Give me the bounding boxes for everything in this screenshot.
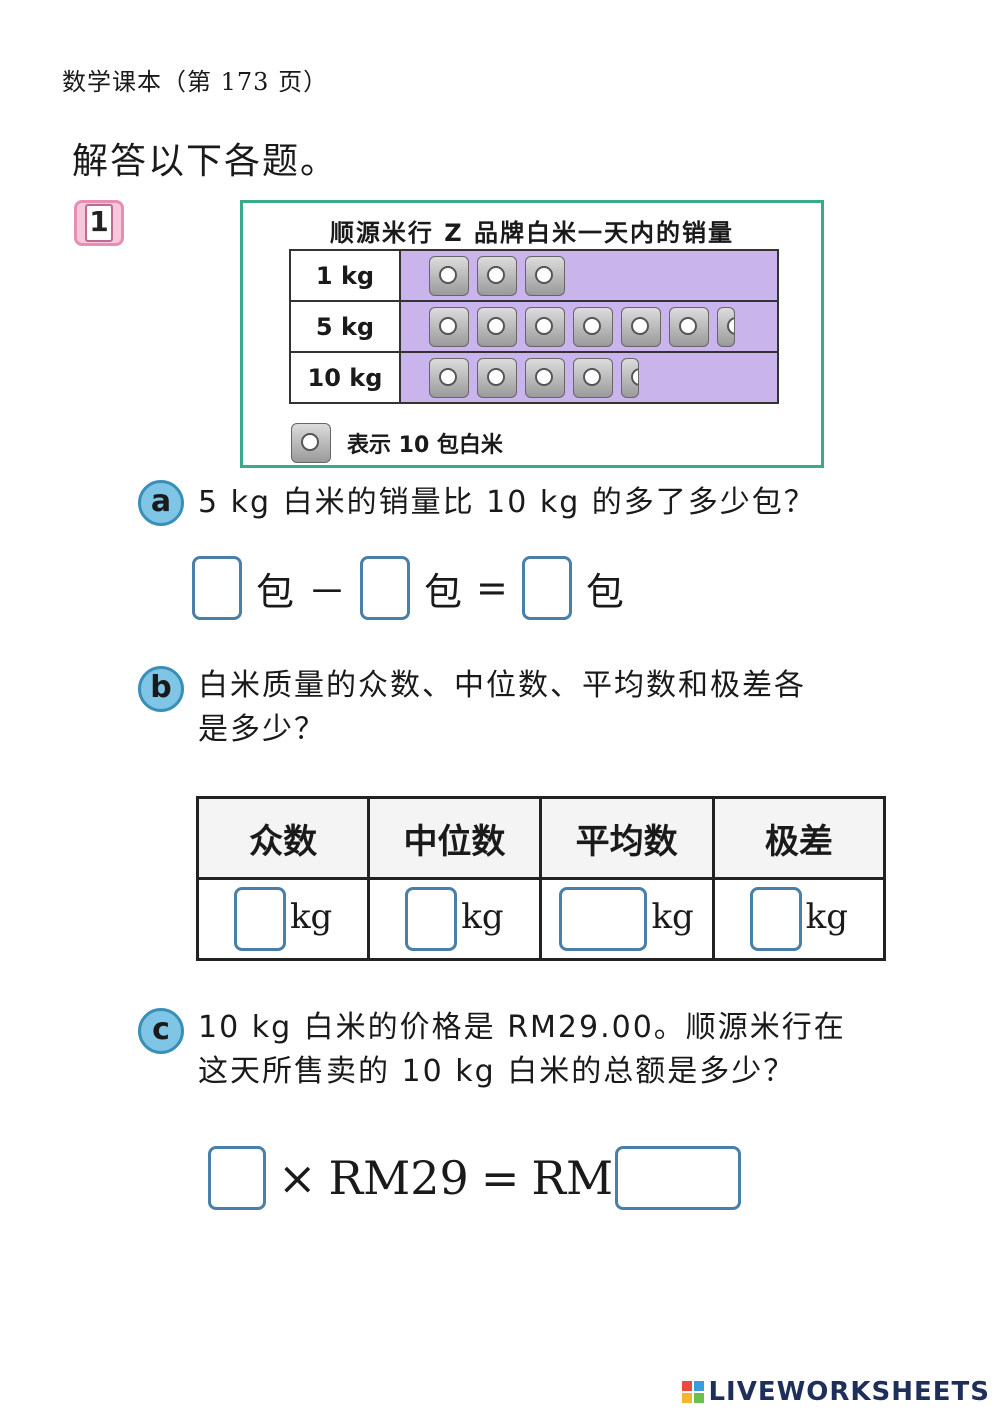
equals-sign: =: [476, 566, 508, 610]
range-cell: kg: [711, 877, 887, 961]
row-bags: [399, 249, 779, 302]
rice-bag-icon: [477, 306, 517, 347]
unit-label: 包: [424, 569, 463, 614]
pictograph-row: 1 kg: [289, 249, 779, 302]
rice-bag-icon: [477, 255, 517, 296]
rice-bag-icon: [429, 255, 469, 296]
part-c-label: c: [138, 1008, 184, 1054]
liveworksheets-logo: LIVEWORKSHEETS: [682, 1377, 990, 1407]
rice-bag-icon: [291, 423, 331, 463]
rice-bag-icon: [621, 306, 661, 347]
minus-sign: －: [308, 569, 347, 614]
answer-box-mode[interactable]: [233, 887, 286, 951]
answer-box-mean[interactable]: [559, 887, 648, 951]
part-c-line1: 10 kg 白米的价格是 RM29.00。顺源米行在: [198, 1010, 846, 1045]
legend-text: 表示 10 包白米: [347, 433, 503, 458]
stats-answer-row: kg kg kg kg: [195, 877, 887, 961]
mode-cell: kg: [195, 877, 371, 961]
part-b-text: 白米质量的众数、中位数、平均数和极差各 是多少？: [198, 664, 806, 752]
chart-legend: 表示 10 包白米: [291, 423, 503, 463]
unit-kg: kg: [461, 897, 504, 937]
rice-bag-icon: [477, 357, 517, 398]
statistics-table: 众数 中位数 平均数 极差 kg kg kg kg: [195, 796, 887, 961]
rice-bag-icon: [525, 255, 565, 296]
unit-kg: kg: [651, 897, 694, 937]
header-mode: 众数: [195, 796, 371, 880]
rice-bag-icon: [429, 357, 469, 398]
rice-bag-icon: [525, 357, 565, 398]
pictograph: 顺源米行 Z 品牌白米一天内的销量 1 kg 5 kg 10 kg 表示 10 …: [240, 200, 824, 468]
times-sign: ×: [278, 1151, 317, 1205]
pictograph-row: 10 kg: [289, 351, 779, 404]
header-median: 中位数: [367, 796, 542, 880]
question-number: 1: [85, 204, 113, 242]
row-label-1kg: 1 kg: [289, 249, 401, 302]
answer-box-median[interactable]: [405, 887, 458, 951]
part-b-line2: 是多少？: [198, 712, 326, 747]
part-c-equation: × RM29 = RM: [208, 1146, 742, 1210]
rice-bag-icon: [669, 306, 709, 347]
median-cell: kg: [367, 877, 542, 961]
unit-kg: kg: [805, 897, 849, 937]
part-a-equation: 包 － 包 = 包: [192, 556, 624, 620]
part-a-label: a: [138, 480, 184, 526]
part-b-question: b 白米质量的众数、中位数、平均数和极差各 是多少？: [138, 664, 806, 752]
question-number-badge: 1: [74, 200, 124, 246]
unit-label: 包: [256, 569, 295, 614]
part-b-label: b: [138, 666, 184, 712]
answer-box-c1[interactable]: [208, 1146, 266, 1210]
rice-bag-icon: [573, 357, 613, 398]
unit-label: 包: [585, 569, 624, 614]
part-c-text: 10 kg 白米的价格是 RM29.00。顺源米行在 这天所售卖的 10 kg …: [198, 1006, 846, 1094]
answer-box-a3[interactable]: [521, 556, 572, 620]
half-rice-bag-icon: [621, 357, 639, 398]
answer-box-a2[interactable]: [360, 556, 411, 620]
header-range: 极差: [711, 796, 887, 880]
rice-bag-icon: [525, 306, 565, 347]
stats-header-row: 众数 中位数 平均数 极差: [195, 796, 887, 880]
part-a-question: a 5 kg 白米的销量比 10 kg 的多了多少包？: [138, 480, 816, 526]
mean-cell: kg: [538, 877, 715, 961]
part-c-question: c 10 kg 白米的价格是 RM29.00。顺源米行在 这天所售卖的 10 k…: [138, 1006, 846, 1094]
row-bags: [399, 351, 779, 404]
row-label-5kg: 5 kg: [289, 300, 401, 353]
logo-text: LIVEWORKSHEETS: [708, 1377, 990, 1407]
row-bags: [399, 300, 779, 353]
header-mean: 平均数: [538, 796, 715, 880]
pictograph-table: 1 kg 5 kg 10 kg: [289, 249, 779, 404]
price-label: RM29: [328, 1151, 469, 1205]
chart-title: 顺源米行 Z 品牌白米一天内的销量: [329, 219, 735, 247]
answer-box-c2[interactable]: [615, 1146, 742, 1210]
equals-sign: =: [480, 1151, 520, 1205]
logo-mark-icon: [682, 1381, 705, 1403]
page-header: 数学课本（第 173 页）: [62, 68, 329, 96]
rice-bag-icon: [429, 306, 469, 347]
rice-bag-icon: [573, 306, 613, 347]
row-label-10kg: 10 kg: [289, 351, 401, 404]
half-rice-bag-icon: [717, 306, 735, 347]
answer-box-a1[interactable]: [192, 556, 242, 620]
unit-kg: kg: [289, 897, 333, 937]
pictograph-row: 5 kg: [289, 300, 779, 353]
currency-label: RM: [531, 1151, 614, 1205]
answer-box-range[interactable]: [749, 887, 802, 951]
part-c-line2: 这天所售卖的 10 kg 白米的总额是多少？: [198, 1054, 796, 1089]
part-a-text: 5 kg 白米的销量比 10 kg 的多了多少包？: [198, 485, 816, 520]
instruction-text: 解答以下各题。: [72, 141, 339, 182]
part-b-line1: 白米质量的众数、中位数、平均数和极差各: [198, 668, 806, 703]
